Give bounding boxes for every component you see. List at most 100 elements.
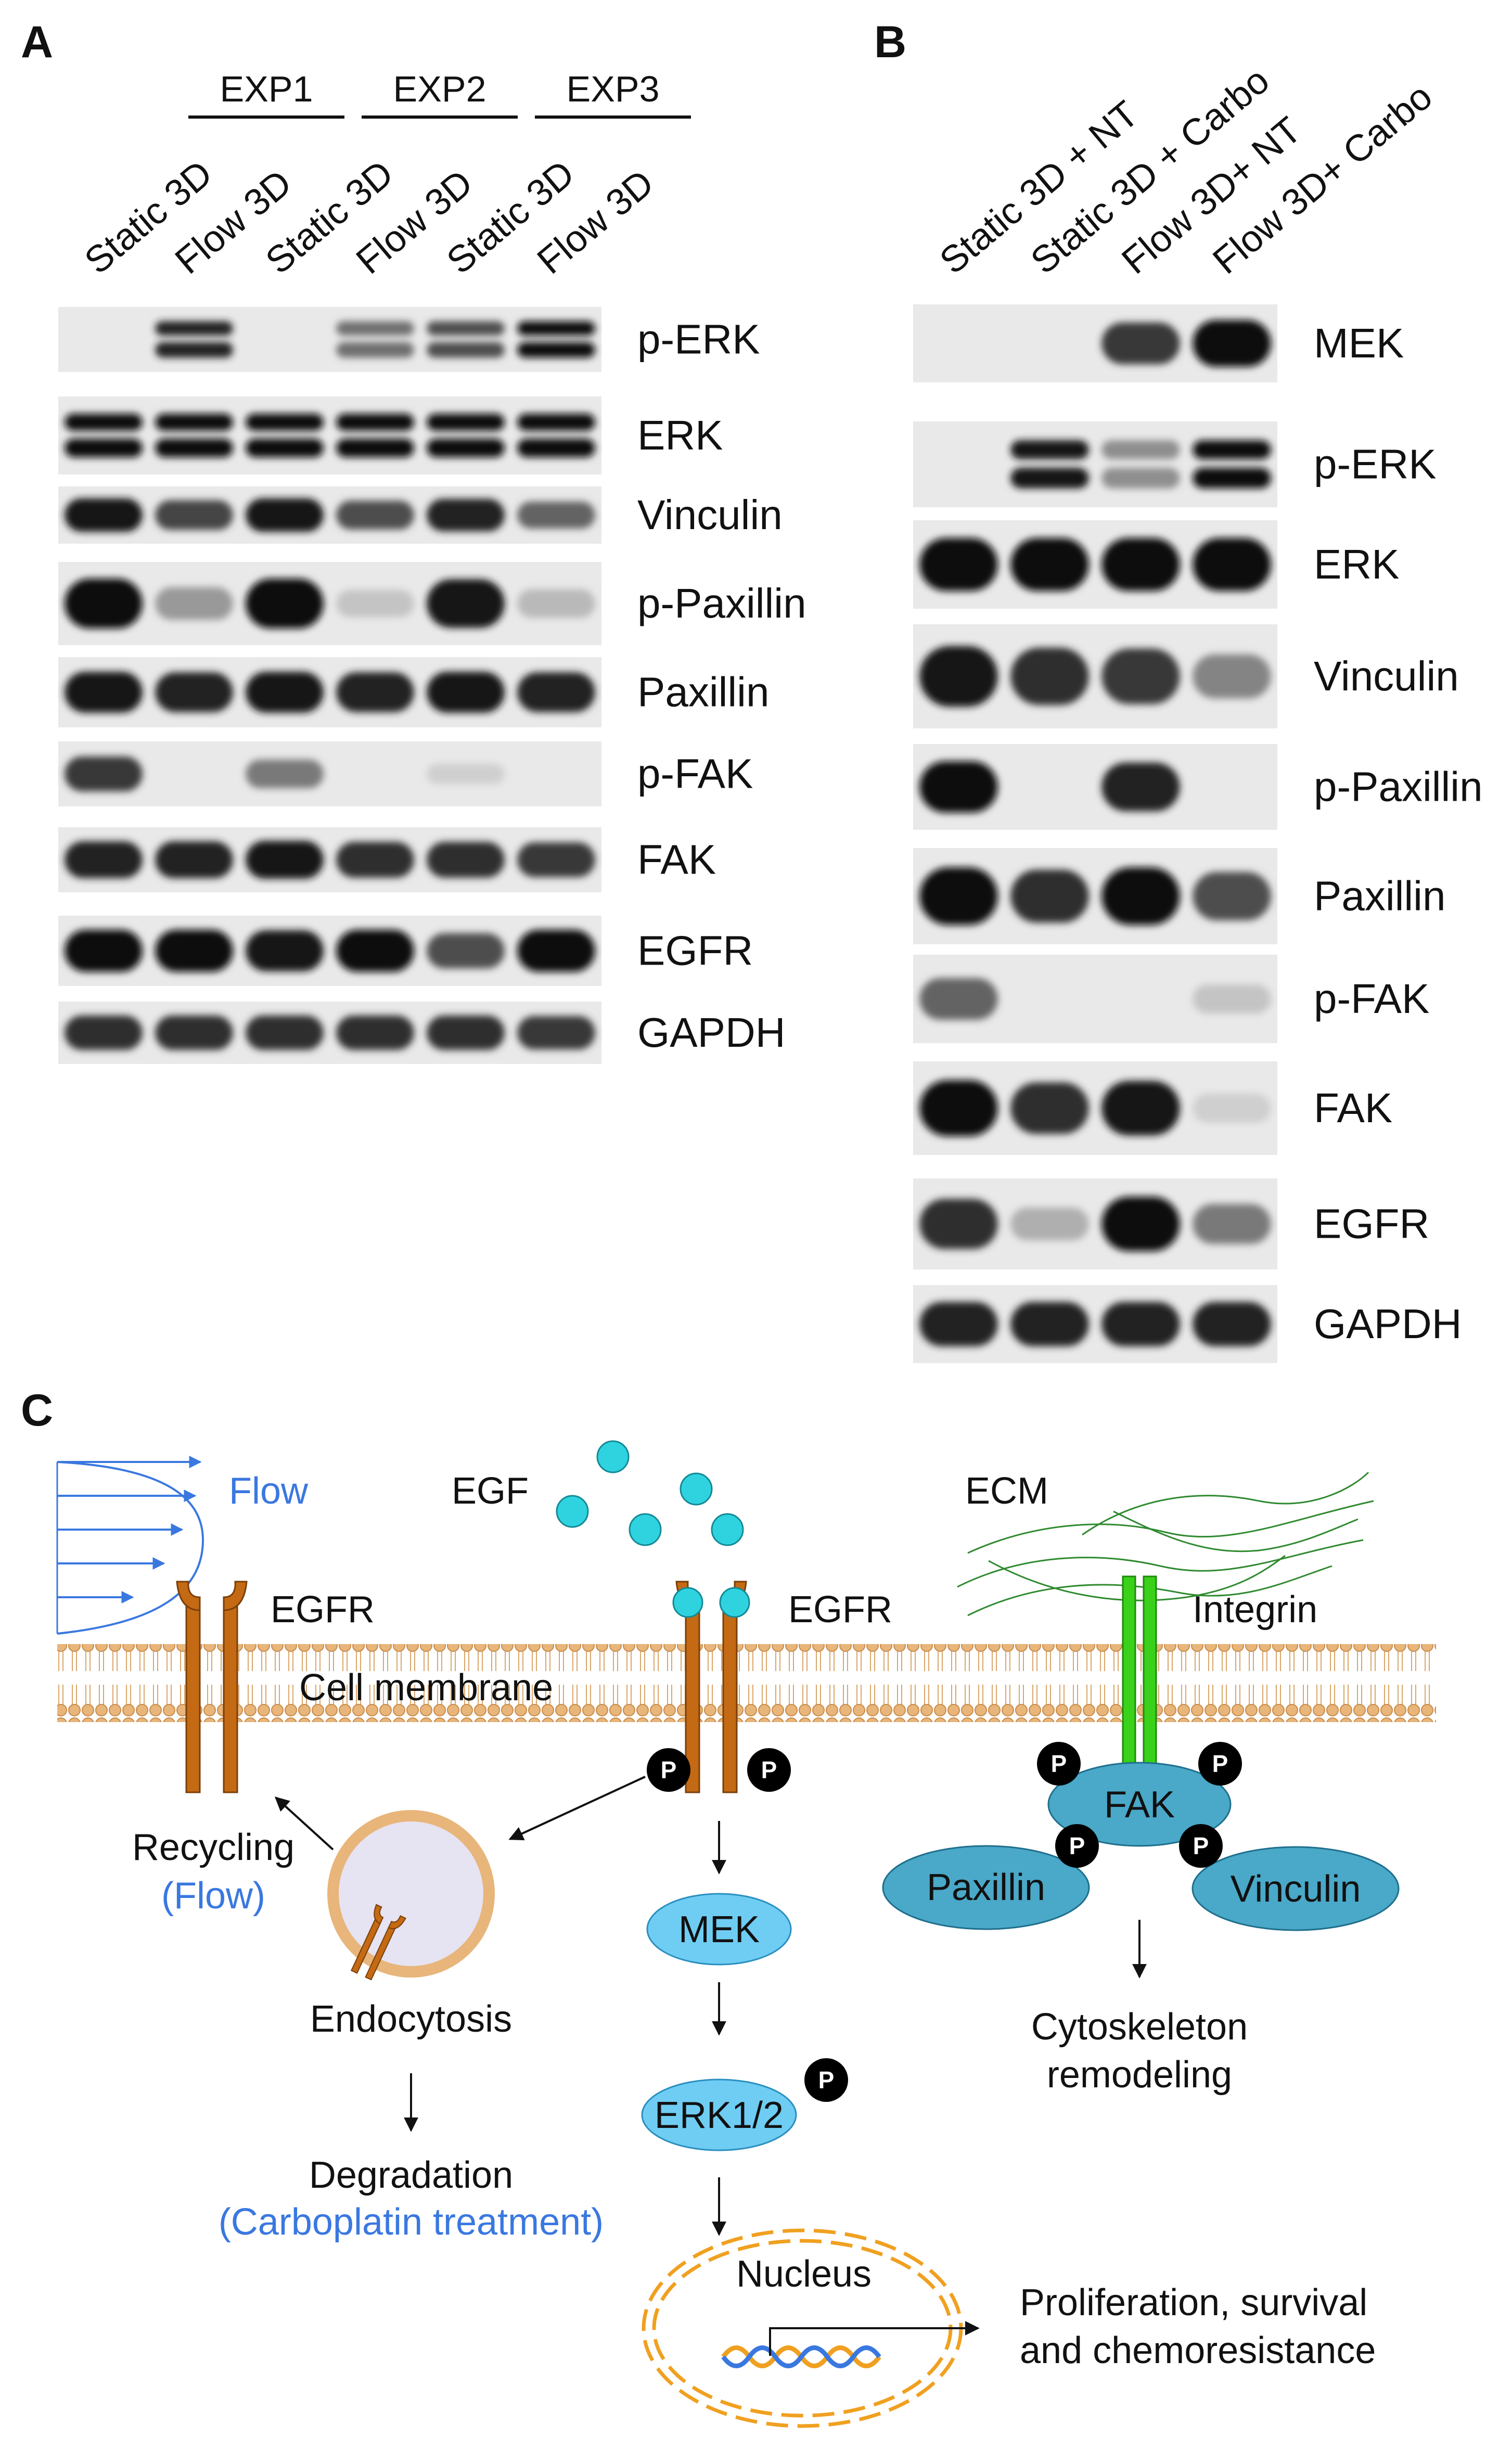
blot-membrane xyxy=(58,741,601,806)
blot-band xyxy=(336,414,414,431)
blot-membrane xyxy=(58,562,601,645)
egf-ligands xyxy=(556,1440,744,1546)
exp2-label: EXP2 xyxy=(393,69,486,109)
blot-row-p-paxillin: p-Paxillin xyxy=(913,744,1483,830)
blot-band xyxy=(336,439,414,457)
blot-membrane xyxy=(58,486,601,544)
flow-label: Flow xyxy=(229,1470,309,1512)
blot-band xyxy=(1193,1302,1271,1346)
blot-band xyxy=(65,498,143,532)
blot-band xyxy=(427,414,505,431)
blot-band xyxy=(65,439,143,457)
protein-label: p-ERK xyxy=(637,316,760,363)
blot-band xyxy=(1193,984,1271,1013)
erk-node: ERK1/2 xyxy=(641,2078,797,2151)
fak-node: FAK xyxy=(1047,1762,1232,1847)
panel-a-letter: A xyxy=(21,17,53,67)
blot-row-p-erk: p-ERK xyxy=(58,307,760,372)
cell-membrane xyxy=(57,1644,1436,1722)
blot-band xyxy=(65,579,143,628)
blot-band xyxy=(246,930,324,971)
mek-label: MEK xyxy=(678,1909,760,1950)
blot-band xyxy=(336,321,414,336)
blot-band xyxy=(1101,322,1180,365)
outcome-line1: Proliferation, survival xyxy=(1020,2282,1367,2324)
blot-band xyxy=(517,842,595,877)
blot-band xyxy=(336,1015,414,1050)
protein-label: p-ERK xyxy=(1314,441,1437,487)
blot-band xyxy=(336,342,414,358)
blot-band xyxy=(919,538,998,591)
protein-label: p-FAK xyxy=(637,751,753,797)
outcome-line2: and chemoresistance xyxy=(1020,2330,1376,2371)
nucleus-label: Nucleus xyxy=(736,2253,872,2295)
svg-text:P: P xyxy=(761,1756,777,1783)
blot-band xyxy=(155,414,233,431)
protein-label: ERK xyxy=(637,412,723,458)
ecm-label: ECM xyxy=(965,1470,1048,1512)
blot-band xyxy=(1193,1093,1271,1123)
endocytosis-label: Endocytosis xyxy=(310,1998,512,2040)
blot-band xyxy=(919,978,998,1020)
blot-row-p-erk: p-ERK xyxy=(913,421,1437,507)
svg-text:P: P xyxy=(1069,1832,1085,1859)
blot-band xyxy=(1010,468,1089,489)
blot-row-vinculin: Vinculin xyxy=(913,624,1459,728)
blot-row-gapdh: GAPDH xyxy=(58,1002,786,1064)
protein-label: MEK xyxy=(1314,320,1404,366)
blot-band xyxy=(517,1016,595,1050)
blot-band xyxy=(1193,538,1271,591)
blot-band xyxy=(1193,871,1271,921)
blot-band xyxy=(427,342,505,358)
egfr-phospho-left: P xyxy=(647,1748,690,1792)
blot-band xyxy=(155,342,233,358)
paxillin-node: Paxillin xyxy=(882,1845,1090,1930)
panel-a-experiments: EXP1 EXP2 EXP3 xyxy=(188,69,691,119)
arrow-to-endocytosis xyxy=(508,1776,646,1841)
protein-label: Paxillin xyxy=(637,669,769,715)
recycling-label: Recycling xyxy=(132,1827,294,1868)
blot-band xyxy=(919,1199,998,1249)
integrin-receptor xyxy=(1122,1575,1157,1796)
blot-band xyxy=(336,589,414,618)
recycling-note: (Flow) xyxy=(161,1875,265,1917)
blot-row-erk: ERK xyxy=(58,396,723,474)
flow-profile xyxy=(56,1456,204,1635)
fak-label: FAK xyxy=(1104,1784,1175,1826)
blot-band xyxy=(1101,648,1180,704)
paxillin-label: Paxillin xyxy=(927,1867,1045,1908)
protein-label: Paxillin xyxy=(1314,873,1445,919)
erk-label: ERK1/2 xyxy=(655,2095,784,2136)
blot-band xyxy=(155,930,233,972)
degradation-note: (Carboplatin treatment) xyxy=(219,2201,604,2243)
blot-band xyxy=(65,672,143,713)
blot-band xyxy=(1101,867,1180,925)
blot-band xyxy=(517,589,595,618)
blot-band xyxy=(1010,869,1089,923)
blot-membrane xyxy=(58,657,601,727)
cytoskeleton-line1: Cytoskeleton xyxy=(1031,2006,1248,2048)
blot-band xyxy=(1101,1197,1180,1251)
cytoskeleton-line2: remodeling xyxy=(1047,2054,1232,2096)
egf-label: EGF xyxy=(452,1470,529,1512)
blot-band xyxy=(1101,468,1180,489)
blot-row-p-fak: p-FAK xyxy=(913,955,1429,1043)
fak-phospho-bottom-right: P xyxy=(1179,1824,1223,1868)
transcription-arrow xyxy=(769,2321,980,2356)
blot-band xyxy=(336,672,414,712)
blot-band xyxy=(427,672,505,713)
blot-band xyxy=(246,760,324,788)
blot-band xyxy=(427,933,505,969)
blot-band xyxy=(1101,762,1180,812)
blot-band xyxy=(1101,440,1180,459)
blot-band xyxy=(246,841,324,879)
blot-band xyxy=(427,439,505,457)
blot-band xyxy=(65,414,143,431)
blot-band xyxy=(155,841,233,878)
blot-band xyxy=(1101,1081,1180,1136)
blot-band xyxy=(65,756,143,791)
blot-row-paxillin: Paxillin xyxy=(913,848,1445,944)
ecm-fibers xyxy=(957,1471,1374,1616)
